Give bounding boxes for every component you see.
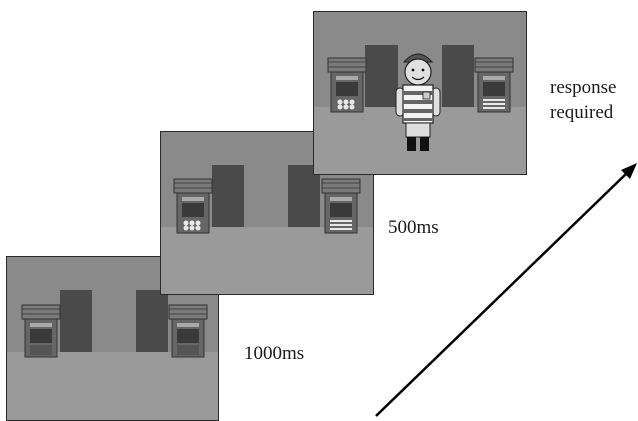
duration-label-1000: 1000ms [244,343,305,364]
market-stall-icon [173,178,213,234]
right-door [136,290,168,352]
child-figure-icon [395,53,441,151]
fixation-scene [7,257,218,420]
left-door [365,45,398,107]
duration-label-500: 500ms [388,217,439,238]
market-stall-icon [327,57,367,113]
left-door [212,165,244,227]
frame-fixation [6,256,219,421]
eggs-goods [337,99,355,110]
market-stall-icon [21,304,61,358]
market-stall-icon [168,304,208,358]
market-stall-icon [321,178,361,234]
response-label-line1: response [550,77,617,98]
frame-target [313,11,527,175]
response-label-line2: required [550,102,614,123]
right-door [288,165,320,227]
market-stall-icon [474,57,514,113]
target-scene [314,12,526,174]
left-door [60,290,92,352]
stripes-goods [483,99,505,109]
right-door [442,45,474,107]
stripes-goods [330,220,352,230]
eggs-goods [183,220,201,231]
